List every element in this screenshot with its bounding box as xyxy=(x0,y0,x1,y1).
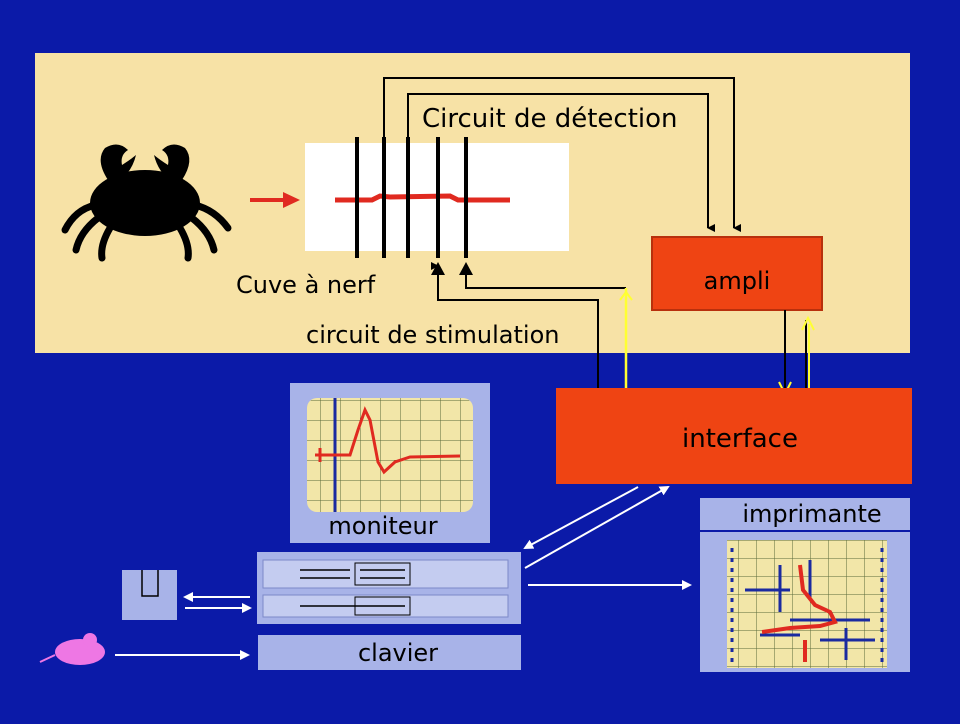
monitor: moniteur xyxy=(290,383,490,543)
interface-to-ampli-arrowhead xyxy=(801,315,815,331)
label-detection-circuit: Circuit de détection xyxy=(422,104,678,134)
label-moniteur: moniteur xyxy=(328,512,437,540)
stimulation-arrowhead-right xyxy=(459,262,473,275)
crab-icon xyxy=(61,144,232,262)
nerve-trace xyxy=(335,193,510,203)
label-interface: interface xyxy=(682,424,798,454)
data-flow-arrows xyxy=(115,486,692,660)
disk-drive-icon xyxy=(122,570,177,620)
label-clavier: clavier xyxy=(358,639,438,667)
keyboard xyxy=(258,635,521,670)
interface-module xyxy=(556,388,912,484)
label-stimulation-circuit: circuit de stimulation xyxy=(306,321,559,349)
stimulation-arrowhead-left xyxy=(431,262,445,275)
printout-trace xyxy=(761,564,838,634)
stimulation-signal-tick xyxy=(619,290,633,301)
label-imprimante: imprimante xyxy=(742,500,881,528)
detection-circuit-wires xyxy=(383,77,741,232)
label-nerve-chamber: Cuve à nerf xyxy=(236,271,376,299)
nerve-extraction-arrowhead xyxy=(283,192,300,208)
electrodes xyxy=(355,137,468,258)
printer: imprimante xyxy=(700,498,910,672)
action-potential-trace xyxy=(315,406,461,475)
label-ampli: ampli xyxy=(704,267,771,295)
computer-unit xyxy=(257,552,521,624)
mouse-icon xyxy=(39,633,105,665)
ampli-module xyxy=(651,236,823,311)
